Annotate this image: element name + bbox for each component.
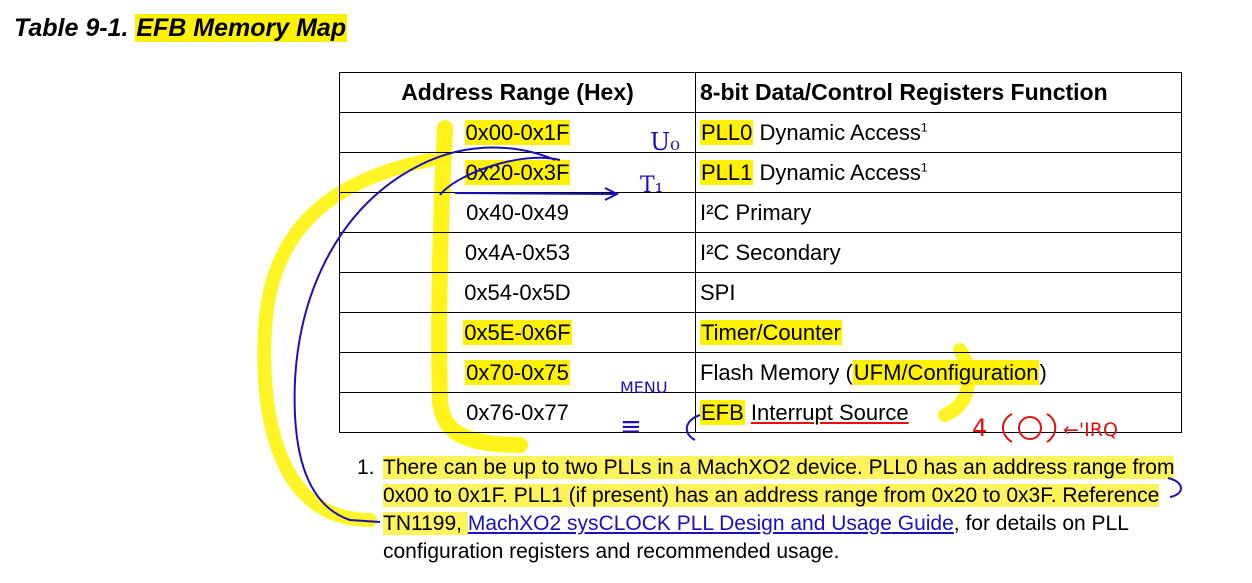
address-cell: 0x20-0x3F: [339, 152, 696, 193]
function-cell: PLL1 Dynamic Access1: [695, 152, 1182, 193]
function-rest: ): [1039, 359, 1047, 385]
table-row: 0x40-0x49 I²C Primary: [339, 192, 1182, 233]
address-value: 0x20-0x3F: [464, 159, 571, 185]
function-cell: I²C Secondary: [695, 232, 1182, 273]
function-highlight: PLL1: [700, 159, 754, 185]
function-highlight: EFB: [700, 399, 745, 425]
address-value: 0x5E-0x6F: [463, 319, 572, 345]
address-value: 0x70-0x75: [465, 359, 570, 385]
address-cell: 0x4A-0x53: [339, 232, 696, 273]
address-cell: 0x00-0x1F: [339, 112, 696, 153]
address-cell: 0x5E-0x6F: [339, 312, 696, 353]
table-title-highlight: EFB Memory Map: [135, 14, 348, 42]
footnote-text-end: , for details on PLL configuration regis…: [383, 512, 1129, 563]
function-rest: Dynamic Access: [753, 119, 921, 145]
address-cell: 0x70-0x75: [339, 352, 696, 393]
address-cell: 0x54-0x5D: [339, 272, 696, 313]
footnote-ref: 1: [920, 160, 928, 175]
table-row: 0x76-0x77 EFB Interrupt Source: [339, 392, 1182, 433]
function-cell: PLL0 Dynamic Access1: [695, 112, 1182, 153]
function-rest: Dynamic Access: [753, 159, 921, 185]
table-header-row: Address Range (Hex) 8-bit Data/Control R…: [339, 72, 1182, 113]
function-cell: EFB Interrupt Source: [695, 392, 1182, 433]
function-value: Timer/Counter: [700, 319, 842, 345]
footnote-ref: 1: [920, 120, 928, 135]
header-function: 8-bit Data/Control Registers Function: [695, 72, 1182, 113]
footnote-number: 1.: [357, 456, 375, 479]
table-row: 0x4A-0x53 I²C Secondary: [339, 232, 1182, 273]
function-cell: Flash Memory (UFM/Configuration): [695, 352, 1182, 393]
table-row: 0x20-0x3F PLL1 Dynamic Access1: [339, 152, 1182, 193]
table-row: 0x00-0x1F PLL0 Dynamic Access1: [339, 112, 1182, 153]
function-underlined: Interrupt Source: [750, 399, 909, 425]
function-highlight: PLL0: [700, 119, 754, 145]
footnote: 1. There can be up to two PLLs in a Mach…: [357, 454, 1187, 566]
table-row: 0x54-0x5D SPI: [339, 272, 1182, 313]
address-value: 0x00-0x1F: [464, 119, 571, 145]
table-title-prefix: Table 9-1.: [14, 14, 136, 42]
function-rest: Flash Memory (: [700, 359, 853, 385]
header-address-range: Address Range (Hex): [339, 72, 696, 113]
function-highlight: UFM/Configuration: [852, 359, 1040, 385]
address-cell: 0x76-0x77: [339, 392, 696, 433]
function-cell: Timer/Counter: [695, 312, 1182, 353]
table-row: 0x70-0x75 Flash Memory (UFM/Configuratio…: [339, 352, 1182, 393]
reference-link[interactable]: MachXO2 sysCLOCK PLL Design and Usage Gu…: [467, 512, 954, 535]
memory-map-table: Address Range (Hex) 8-bit Data/Control R…: [339, 72, 1182, 433]
address-cell: 0x40-0x49: [339, 192, 696, 233]
function-cell: I²C Primary: [695, 192, 1182, 233]
table-row: 0x5E-0x6F Timer/Counter: [339, 312, 1182, 353]
table-title: Table 9-1. EFB Memory Map: [14, 14, 348, 43]
footnote-body: There can be up to two PLLs in a MachXO2…: [383, 454, 1187, 566]
function-cell: SPI: [695, 272, 1182, 313]
